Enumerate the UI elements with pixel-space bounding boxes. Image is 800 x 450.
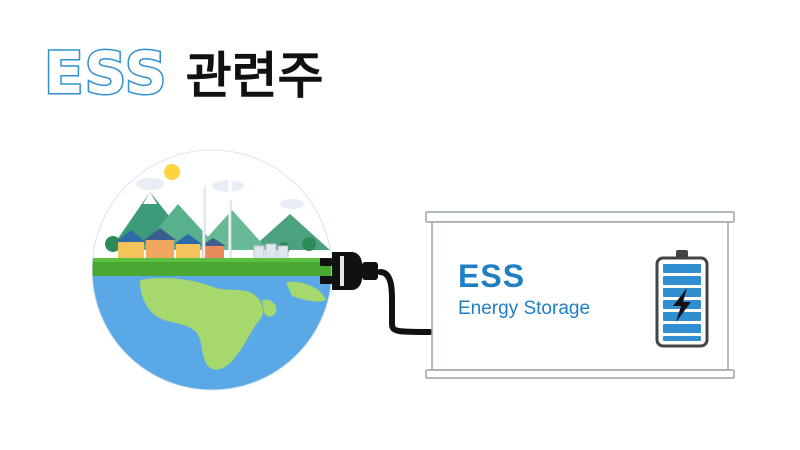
lightning-bolt-icon	[673, 288, 691, 322]
power-plug-icon	[320, 252, 378, 290]
power-cable	[377, 269, 433, 335]
ess-box-subtitle: Energy Storage	[458, 298, 591, 319]
battery-icon	[655, 250, 709, 348]
earth-globe-icon	[91, 149, 333, 391]
ess-box-title: ESS	[458, 258, 526, 294]
page-title: ESS 관련주	[43, 36, 324, 109]
title-ess: ESS	[43, 38, 169, 109]
title-korean: 관련주	[185, 47, 324, 105]
ess-storage-box	[425, 211, 735, 379]
